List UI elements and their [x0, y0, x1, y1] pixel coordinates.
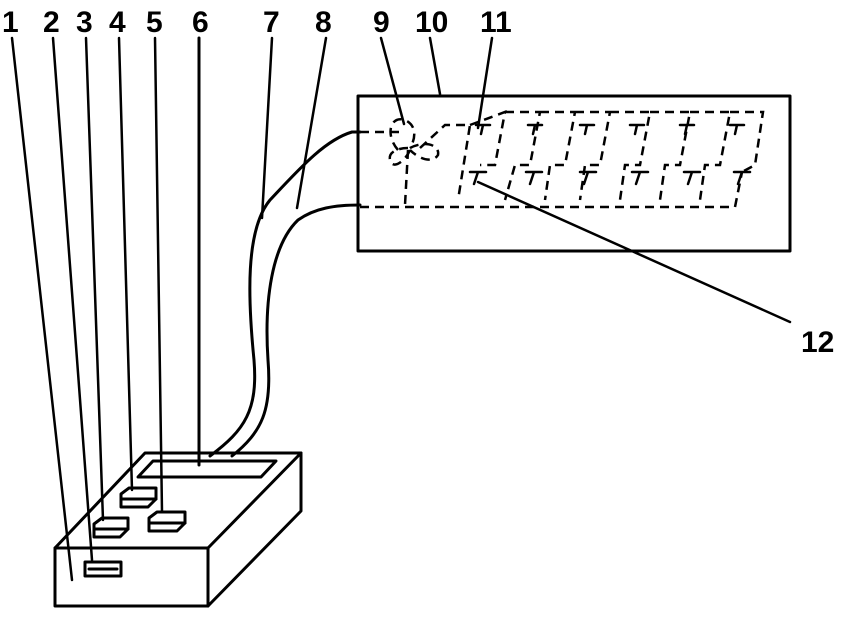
- label-6: 6: [192, 6, 209, 39]
- cables: [210, 132, 360, 456]
- leader-10: [430, 38, 440, 94]
- tab-c: [632, 172, 648, 184]
- control-box: [55, 453, 301, 606]
- button-3: [94, 518, 128, 537]
- label-8: 8: [315, 6, 332, 39]
- button-4: [121, 488, 156, 507]
- box-top-face: [55, 453, 301, 548]
- tab-top-b: [528, 125, 542, 134]
- tab-e: [734, 172, 750, 184]
- leader-1: [12, 38, 72, 580]
- tab-top-f: [730, 125, 744, 134]
- box-front-face: [55, 548, 208, 606]
- leader-2: [53, 38, 92, 560]
- wire-in-bottom: [360, 172, 742, 207]
- label-10: 10: [415, 6, 448, 39]
- label-7: 7: [263, 6, 280, 39]
- label-5: 5: [146, 6, 163, 39]
- leader-4: [119, 38, 132, 490]
- panel-10: [358, 96, 790, 251]
- tab-a: [526, 172, 542, 184]
- label-9: 9: [373, 6, 390, 39]
- label-12: 12: [801, 326, 834, 359]
- leader-3: [86, 38, 103, 520]
- leader-11: [478, 38, 492, 128]
- label-4: 4: [109, 6, 126, 39]
- tab-top-d: [630, 125, 644, 134]
- leader-7: [262, 38, 272, 218]
- label-3: 3: [76, 6, 93, 39]
- label-2: 2: [43, 6, 60, 39]
- label-11: 11: [480, 6, 512, 39]
- internal-wiring: [360, 112, 763, 207]
- label-1: 1: [2, 6, 19, 39]
- cable-7: [210, 132, 360, 456]
- leader-9: [381, 38, 404, 124]
- button-5: [149, 512, 185, 531]
- tab-top-c: [580, 125, 594, 134]
- leader-8: [297, 38, 326, 208]
- tab-d: [684, 172, 700, 184]
- leader-5: [155, 38, 162, 512]
- display-window: [138, 461, 276, 477]
